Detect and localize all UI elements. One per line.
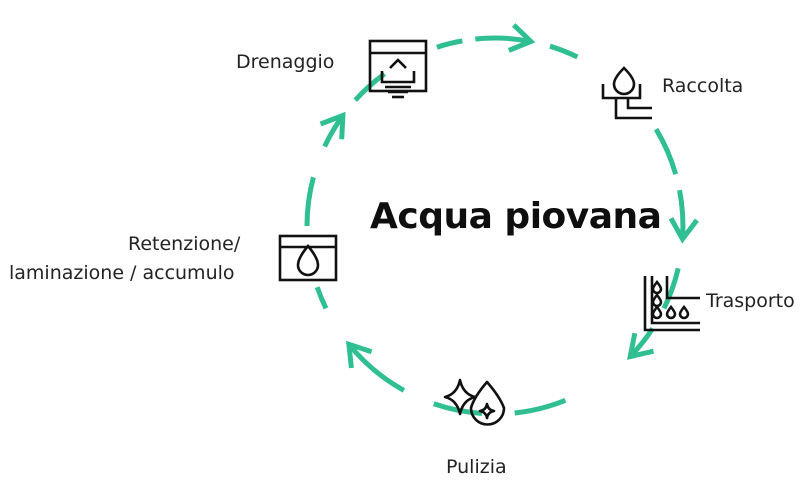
cycle-arc-segment: [346, 342, 406, 393]
pipe-drops-icon: [643, 276, 700, 332]
cycle-arrowhead: [627, 332, 655, 360]
cycle-arc-segment: [436, 38, 463, 50]
cycle-arc-segment: [432, 401, 483, 416]
cycle-arc-segment: [314, 286, 329, 310]
cycle-arc-segment: [653, 127, 679, 175]
cycle-arrowhead: [507, 23, 536, 53]
cycle-arc-segment: [549, 43, 579, 60]
retenzione-label-line1: Retenzione/: [128, 233, 241, 255]
cycle-arc-segment: [514, 397, 567, 416]
raccolta-label: Raccolta: [662, 75, 744, 97]
cycle-arc-segment: [304, 176, 316, 227]
pulizia-label: Pulizia: [446, 456, 507, 478]
cycle-arc-segment: [475, 35, 532, 44]
retenzione-label-line2: laminazione / accumulo: [9, 262, 235, 284]
gutter-drop-icon: [601, 66, 652, 120]
trasporto-label: Trasporto: [706, 290, 795, 312]
drenaggio-label: Drenaggio: [236, 51, 335, 73]
cycle-arrowhead: [346, 340, 373, 369]
cycle-arrowhead: [319, 111, 346, 140]
diagram-title: Acqua piovana: [370, 196, 662, 237]
cycle-arrowhead: [668, 217, 699, 244]
cycle-arrows: [304, 23, 699, 416]
sparkle-drop-icon: [443, 378, 506, 426]
cycle-arc-segment: [661, 267, 681, 310]
drainage-box-icon: [368, 39, 428, 99]
tank-drop-icon: [278, 234, 338, 282]
